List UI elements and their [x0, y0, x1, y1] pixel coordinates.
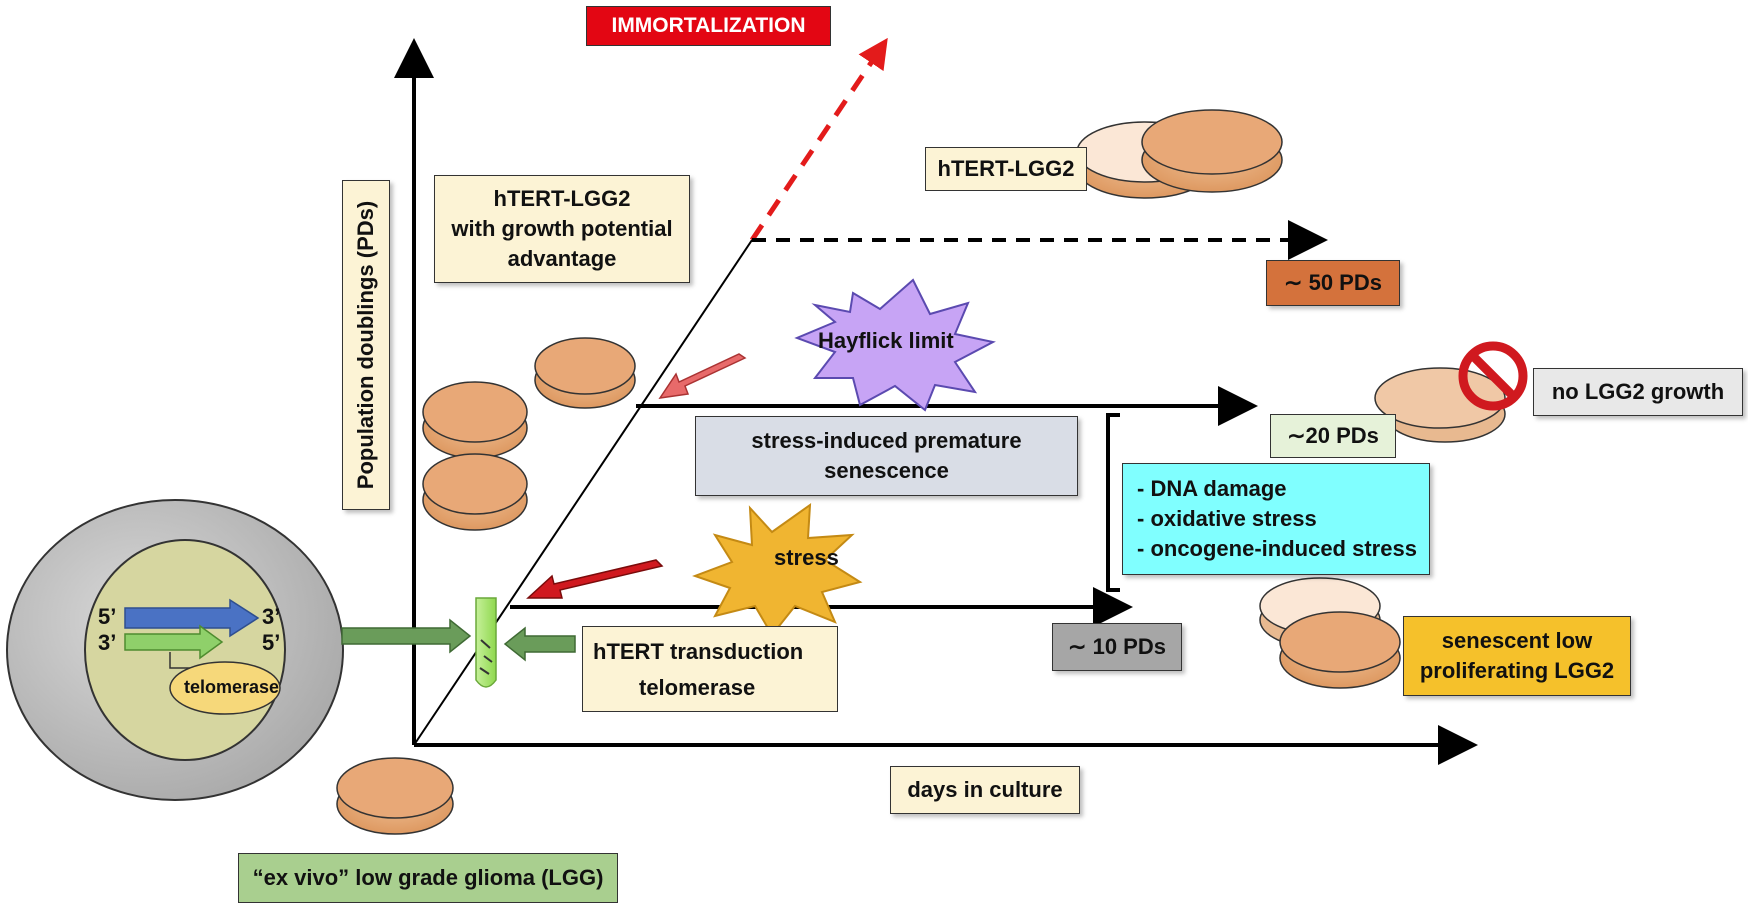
growth-diagonal	[413, 239, 753, 746]
stress-factor-oxidative: - oxidative stress	[1137, 506, 1317, 531]
strand-5-top: 5’	[98, 604, 117, 629]
immortalization-title-text: IMMORTALIZATION	[611, 14, 806, 37]
telomerase-up-text: telomerase	[639, 675, 756, 700]
htert-lgg2-advantage-line3: advantage	[507, 246, 617, 271]
stress-senescence-line2: senescence	[824, 458, 949, 483]
telomerase-cell-label: telomerase	[184, 677, 280, 697]
hayflick-label: Hayflick limit	[818, 328, 954, 353]
senescent-line1: senescent low	[1441, 628, 1593, 653]
dna-strand-bottom-arrow	[124, 624, 224, 660]
pd10-text: ∼ 10 PDs	[1068, 634, 1166, 659]
stress-factor-dna: - DNA damage	[1137, 476, 1287, 501]
x-axis-label-text: days in culture	[907, 777, 1063, 802]
strand-3-bottom: 3’	[98, 630, 117, 655]
senescent-line2: proliferating LGG2	[1419, 658, 1615, 683]
stress-factor-oncogene: - oncogene-induced stress	[1137, 536, 1417, 561]
dish-htert-front	[1141, 109, 1283, 193]
tube-contents	[479, 639, 493, 675]
hayflick-star	[794, 278, 996, 412]
pd20-text: ∼20 PDs	[1287, 423, 1379, 448]
pd10-box: ∼ 10 PDs	[1052, 623, 1182, 671]
pd20-box: ∼20 PDs	[1270, 414, 1396, 458]
dish-senescent-front	[1279, 611, 1401, 689]
pd50-text: ∼ 50 PDs	[1284, 270, 1382, 295]
no-growth-box: no LGG2 growth	[1533, 368, 1743, 416]
immortalization-arrow	[749, 37, 888, 242]
dish-left-bottom	[422, 453, 528, 531]
hayflick-arrow	[658, 353, 747, 399]
test-tube	[475, 597, 497, 688]
dish-ex-vivo	[336, 757, 454, 835]
stress-senescence-box: stress-induced premature senescence	[695, 416, 1078, 496]
cell-to-tube-arrow	[341, 618, 472, 654]
no-growth-icon	[1458, 341, 1528, 411]
htert-lgg2-advantage-box: hTERT-LGG2 with growth potential advanta…	[434, 175, 690, 283]
dna-strand-top-arrow	[124, 598, 260, 638]
htert-transduction-text: hTERT transduction	[593, 639, 804, 664]
htert-transduction-box: hTERT transduction telomerase	[582, 626, 838, 712]
stress-label: stress	[774, 545, 839, 570]
telomerase-blob	[169, 661, 281, 715]
strand-5-bottom: 5’	[262, 630, 281, 655]
telomerase-connector	[169, 652, 190, 669]
ex-vivo-box: “ex vivo” low grade glioma (LGG)	[238, 853, 618, 903]
ex-vivo-text: “ex vivo” low grade glioma (LGG)	[252, 865, 604, 890]
stress-star	[692, 502, 863, 637]
htert-lgg2-advantage-line2: with growth potential	[451, 216, 673, 241]
immortalization-title: IMMORTALIZATION	[586, 6, 831, 46]
htert-lgg2-box: hTERT-LGG2	[925, 147, 1087, 191]
transduction-to-tube-arrow	[503, 626, 576, 662]
dish-left-top	[534, 337, 636, 409]
strand-3-top: 3’	[262, 604, 281, 629]
stress-factors-box: - DNA damage - oxidative stress - oncoge…	[1122, 463, 1430, 575]
pd50-box: ∼ 50 PDs	[1266, 260, 1400, 306]
y-axis-label: Population doublings (PDs)	[342, 180, 390, 510]
x-axis-label: days in culture	[890, 766, 1080, 814]
senescent-box: senescent low proliferating LGG2	[1403, 616, 1631, 696]
dish-left-mid	[422, 381, 528, 459]
stress-bracket	[1106, 413, 1120, 592]
htert-lgg2-text: hTERT-LGG2	[937, 156, 1075, 181]
stress-arrow	[526, 559, 664, 599]
stress-senescence-line1: stress-induced premature	[751, 428, 1022, 453]
y-axis-label-text: Population doublings (PDs)	[353, 200, 379, 490]
htert-lgg2-advantage-line1: hTERT-LGG2	[493, 186, 631, 211]
no-growth-text: no LGG2 growth	[1551, 379, 1725, 404]
